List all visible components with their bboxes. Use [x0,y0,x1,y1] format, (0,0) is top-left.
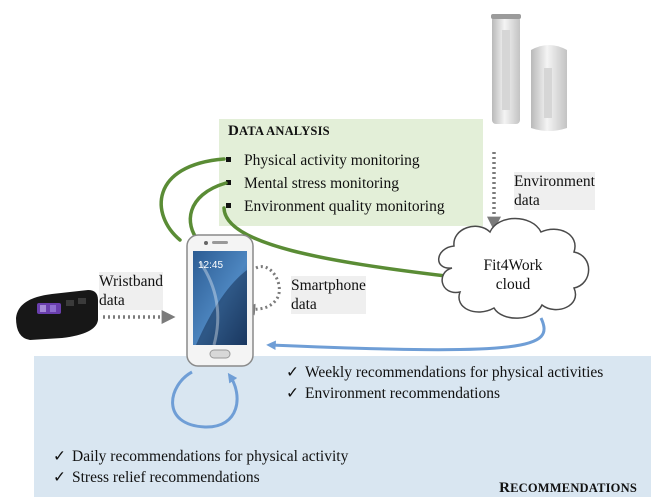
weekly-recommendation-item: ✓Weekly recommendations for physical act… [286,364,604,381]
weekly-recommendation-item: ✓Environment recommendations [286,385,500,402]
blue-arrow-cloud-to-phone [266,317,546,352]
check-icon: ✓ [53,448,66,465]
recommendations-title: RECOMMENDATIONS [499,480,637,496]
weekly-recommendations-list: ✓Weekly recommendations for physical act… [286,362,603,404]
check-icon: ✓ [53,469,66,486]
check-icon: ✓ [286,364,299,381]
data-analysis-item: Physical activity monitoring [226,149,445,172]
green-link-stress [188,181,228,242]
wristband-icon [16,290,98,340]
data-analysis-item: Environment quality monitoring [226,195,445,218]
cloud-shape [438,217,590,319]
daily-recommendations-list: ✓Daily recommendations for physical acti… [53,446,348,488]
daily-recommendation-item: ✓Daily recommendations for physical acti… [53,448,349,465]
data-analysis-list: Physical activity monitoring Mental stre… [226,149,445,218]
environment-sensor-icon [491,14,567,131]
data-analysis-box: DATA ANALYSIS Physical activity monitori… [219,119,483,226]
data-analysis-item: Mental stress monitoring [226,172,445,195]
daily-recommendation-item: ✓Stress relief recommendations [53,469,260,486]
green-link-environment [222,206,448,278]
recommendations-panel [34,356,651,497]
phone-clock: 12:45 [198,260,223,271]
data-analysis-title: DATA ANALYSIS [228,123,330,139]
green-link-physical [159,157,226,242]
blue-loop-daily [171,370,239,429]
check-icon: ✓ [286,385,299,402]
smartphone-icon [186,234,254,367]
